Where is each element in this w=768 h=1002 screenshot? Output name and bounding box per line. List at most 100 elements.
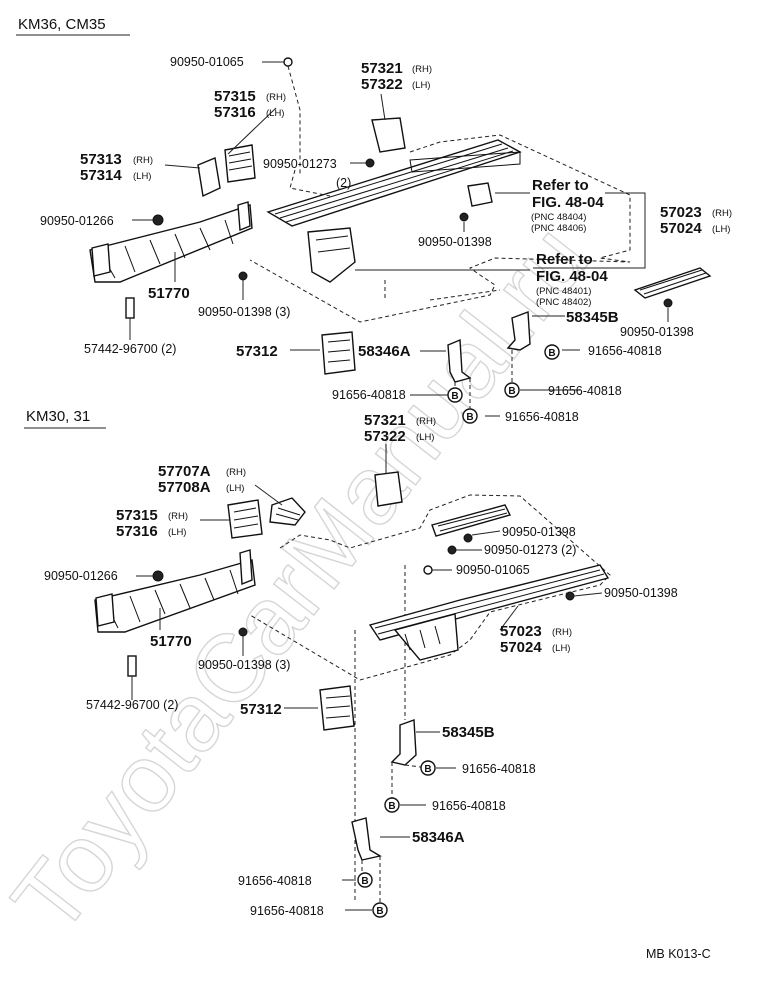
label-57442-96700-top: 57442-96700 (2) — [84, 342, 176, 356]
label-91656-40818-bottom-a: 91656-40818 — [462, 762, 536, 776]
label-91656-40818-top-a: 91656-40818 — [588, 344, 662, 358]
label-51770-bottom: 51770 — [150, 633, 192, 650]
nut-icon — [238, 627, 248, 637]
bracket-57313 — [197, 157, 221, 198]
bracket-refer-1 — [467, 182, 493, 207]
rail-upper-bottom — [431, 504, 512, 537]
label-pnc-48401: (PNC 48401) — [536, 286, 591, 297]
label-91656-40818-top-d: 91656-40818 — [505, 410, 579, 424]
label-90950-01398-bottom-b: 90950-01398 — [604, 586, 678, 600]
label-57315-bottom: 57315 — [116, 507, 158, 524]
stud-icon — [127, 655, 137, 677]
nut-icon — [238, 271, 248, 281]
rail-end-piece — [633, 267, 712, 299]
label-90950-01398-top-b: 90950-01398 (3) — [198, 305, 290, 319]
crossmember-51770-bottom — [94, 549, 256, 633]
label-rh: (RH) — [712, 208, 732, 219]
bolt-b-text: B — [424, 764, 431, 775]
label-58345b-top: 58345B — [566, 309, 619, 326]
clip-icon — [283, 57, 293, 67]
bracket-57707a — [269, 497, 306, 526]
bracket-58345b-top — [506, 311, 531, 351]
label-57312-bottom: 57312 — [240, 701, 282, 718]
label-fig-48-04-2: FIG. 48-04 — [536, 268, 608, 285]
bolt-b-icon — [504, 382, 520, 398]
label-57316-bottom: 57316 — [116, 523, 158, 540]
label-57442-96700-bottom: 57442-96700 (2) — [86, 698, 178, 712]
section-top: KM36, CM35 — [16, 16, 732, 424]
label-rh: (RH) — [552, 627, 572, 638]
clip-icon — [423, 565, 433, 575]
nut-icon — [663, 298, 673, 308]
label-refer-to-2: Refer to — [536, 251, 593, 268]
bolt-b-text: B — [548, 348, 555, 359]
label-90950-01065-bottom: 90950-01065 — [456, 563, 530, 577]
label-57322-bottom: 57322 — [364, 428, 406, 445]
bolt-b-icon — [384, 797, 400, 813]
label-91656-40818-bottom-b: 91656-40818 — [432, 799, 506, 813]
bolt-b-icon — [447, 387, 463, 403]
label-lh: (LH) — [168, 527, 186, 538]
part-57312-top — [321, 331, 356, 375]
nut-icon — [365, 158, 375, 168]
label-lh: (LH) — [226, 483, 244, 494]
label-91656-40818-bottom-d: 91656-40818 — [250, 904, 324, 918]
bolt-b-text: B — [451, 391, 458, 402]
label-lh: (LH) — [712, 224, 730, 235]
label-pnc-48406: (PNC 48406) — [531, 223, 586, 234]
section-bottom: KM30, 31 — [24, 408, 678, 918]
footer-code: MB K013-C — [646, 947, 711, 961]
bolt-b-text: B — [508, 386, 515, 397]
label-lh: (LH) — [552, 643, 570, 654]
label-90950-01398-top-a: 90950-01398 — [418, 235, 492, 249]
label-lh: (LH) — [266, 108, 284, 119]
label-58346a-bottom: 58346A — [412, 829, 465, 846]
nut-icon — [565, 591, 575, 601]
label-90950-01398-top-c: 90950-01398 — [620, 325, 694, 339]
bolt-b-icon — [420, 760, 436, 776]
bolt-b-icon — [462, 408, 478, 424]
nut-icon — [463, 533, 473, 543]
label-57321-bottom: 57321 — [364, 412, 406, 429]
part-57312-bottom — [319, 685, 355, 731]
label-rh: (RH) — [416, 416, 436, 427]
section-title-top: KM36, CM35 — [18, 16, 106, 33]
label-57313: 57313 — [80, 151, 122, 168]
bracket-58346a-bottom — [351, 817, 382, 861]
label-90950-01273-bottom: 90950-01273 (2) — [484, 543, 576, 557]
label-rh: (RH) — [266, 92, 286, 103]
bolt-b-text: B — [388, 801, 395, 812]
label-rh: (RH) — [168, 511, 188, 522]
label-90950-01266-bottom: 90950-01266 — [44, 569, 118, 583]
label-rh: (RH) — [412, 64, 432, 75]
label-90950-01266-top: 90950-01266 — [40, 214, 114, 228]
label-57314: 57314 — [80, 167, 122, 184]
section-title-bottom: KM30, 31 — [26, 408, 90, 425]
bolt-b-icon — [372, 902, 388, 918]
label-90950-01273-top: 90950-01273 — [263, 157, 337, 171]
label-lh: (LH) — [412, 80, 430, 91]
nut-icon — [447, 545, 457, 555]
label-58346a-top: 58346A — [358, 343, 411, 360]
bolt-b-text: B — [466, 412, 473, 423]
label-57023-bottom: 57023 — [500, 623, 542, 640]
label-90950-01398-bottom-a: 90950-01398 — [502, 525, 576, 539]
plate-center-top — [307, 227, 356, 283]
bracket-57315 — [224, 144, 256, 183]
bolt-b-icon — [544, 344, 560, 360]
bolt-b-text: B — [376, 906, 383, 917]
label-90950-01065-top: 90950-01065 — [170, 55, 244, 69]
label-58345b-bottom: 58345B — [442, 724, 495, 741]
label-lh: (LH) — [416, 432, 434, 443]
bolt-b-icon — [357, 872, 373, 888]
label-57321-top: 57321 — [361, 60, 403, 77]
label-qty-2: (2) — [336, 176, 351, 190]
label-57023-top: 57023 — [660, 204, 702, 221]
crossmember-51770 — [89, 201, 253, 283]
nut-icon — [152, 570, 164, 582]
label-pnc-48404: (PNC 48404) — [531, 212, 586, 223]
label-57315-top: 57315 — [214, 88, 256, 105]
bracket-57315-bottom — [227, 499, 263, 539]
label-pnc-48402: (PNC 48402) — [536, 297, 591, 308]
